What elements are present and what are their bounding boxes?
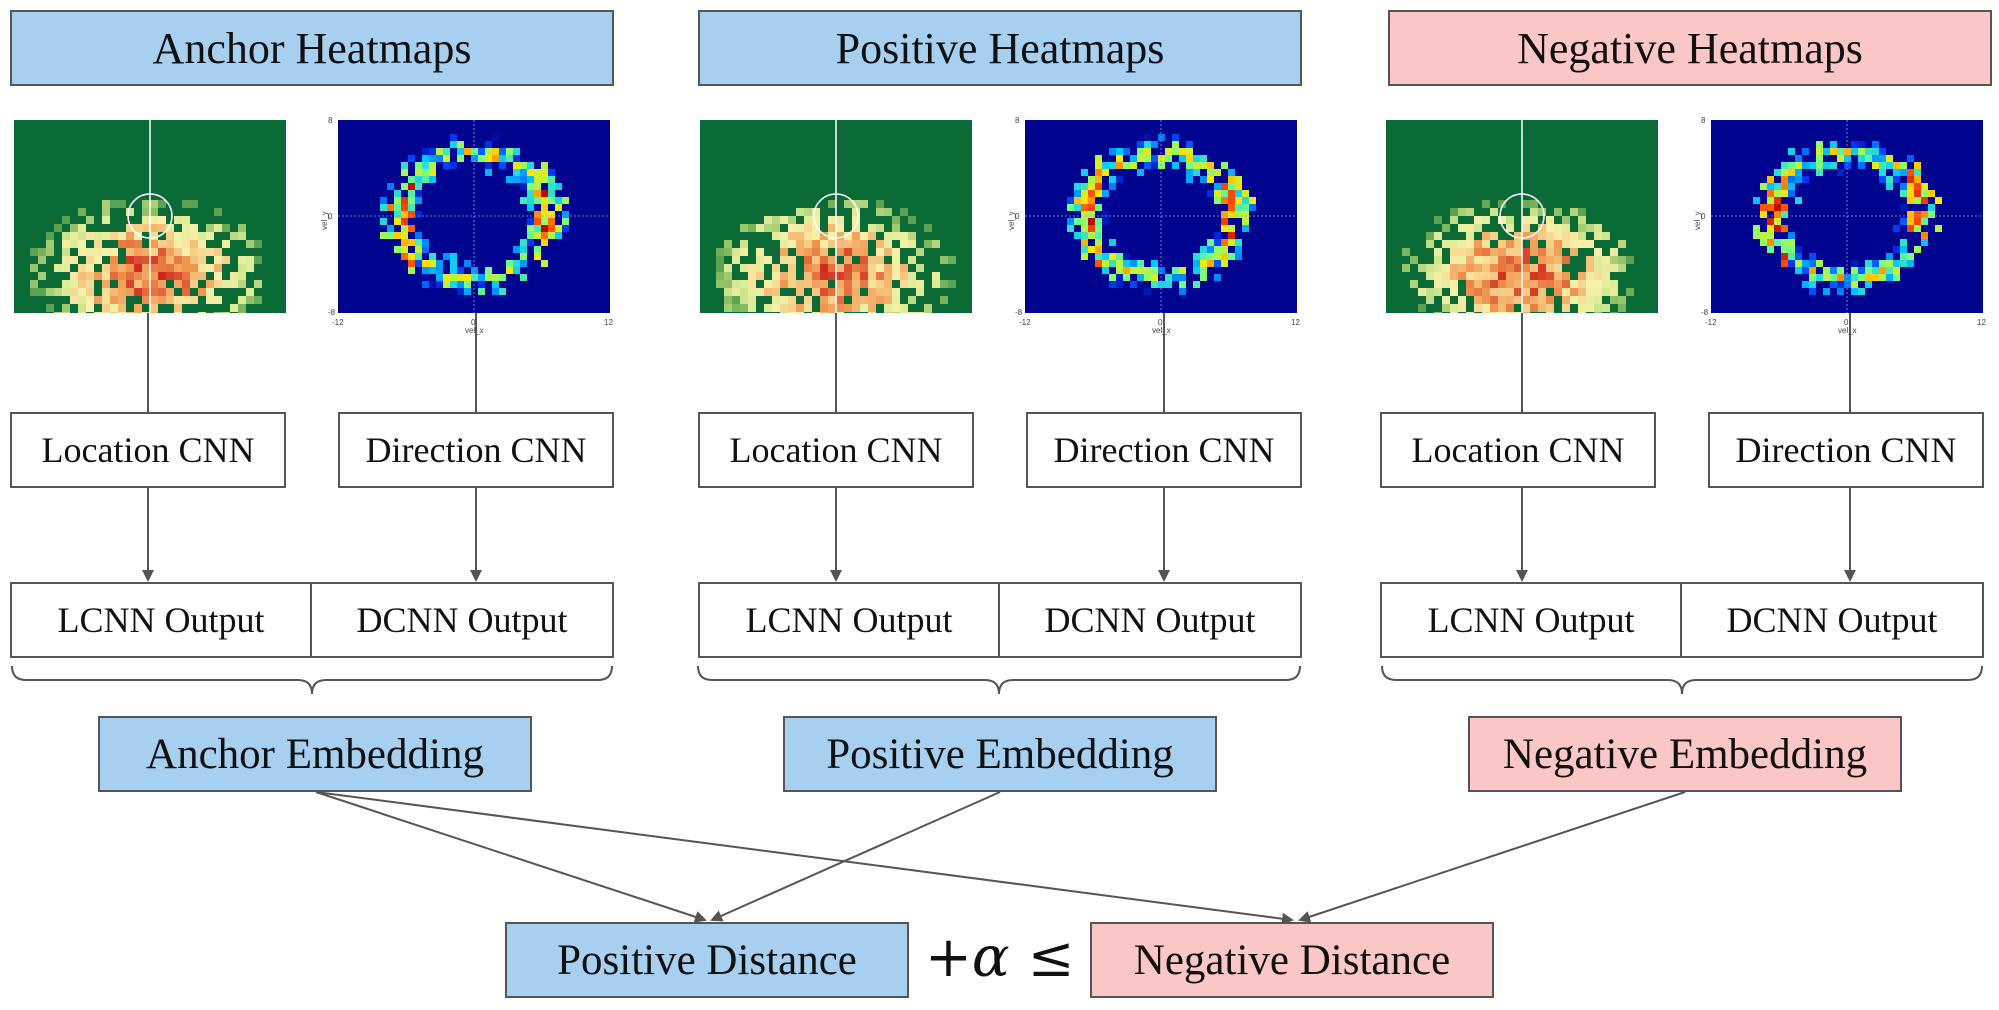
y-tick-top: 8 [1701,116,1706,125]
margin-inequality: +α ≤ [925,925,1074,990]
leq-sign: ≤ [1027,925,1075,990]
anchor-direction-cnn: Direction CNN [338,412,614,488]
anchor-location-cnn: Location CNN [10,412,286,488]
positive-heatmaps-title: Positive Heatmaps [698,10,1302,86]
positive-to-positive-distance [710,791,1001,922]
negative-to-negative-distance [1298,791,1686,923]
anchor-direction-plot: 8 0 -8 vel_y -12 0 12 vel_x [320,112,620,337]
x-tick-left: -12 [1705,318,1717,327]
anchor-location-heatmap [14,120,286,313]
y-tick-top: 8 [1015,116,1020,125]
positive-direction-cnn: Direction CNN [1026,412,1302,488]
x-tick-mid: 0 [471,318,476,327]
x-axis-label: vel_x [465,326,484,335]
x-tick-left: -12 [1019,318,1031,327]
y-tick-bottom: -8 [1701,308,1709,317]
positive-direction-heatmap [1025,120,1297,313]
plus-sign: + [925,925,972,990]
positive-embedding: Positive Embedding [783,716,1217,792]
negative-heatmaps-title: Negative Heatmaps [1388,10,1992,86]
negative-location-cnn: Location CNN [1380,412,1656,488]
alpha-symbol: α [971,925,1010,990]
negative-dcnn-output: DCNN Output [1680,582,1984,658]
x-axis-label: vel_x [1838,326,1857,335]
anchor-output-brace [11,665,613,695]
y-tick-bottom: -8 [1015,308,1023,317]
negative-lcnn-output: LCNN Output [1380,582,1682,658]
positive-location-cnn: Location CNN [698,412,974,488]
x-tick-right: 12 [1291,318,1300,327]
negative-embedding: Negative Embedding [1468,716,1902,792]
anchor-to-positive-distance [315,791,707,923]
negative-direction-plot: 8 0 -8 vel_y -12 0 12 vel_x [1693,112,1993,337]
y-axis-label: vel_y [320,211,329,230]
positive-distance: Positive Distance [505,922,909,998]
positive-location-heatmap [700,120,972,313]
anchor-to-negative-distance [315,791,1294,925]
y-axis-label: vel_y [1007,211,1016,230]
x-axis-label: vel_x [1152,326,1171,335]
y-tick-mid: 0 [328,212,333,221]
y-tick-top: 8 [328,116,333,125]
negative-output-brace [1381,665,1983,695]
x-tick-right: 12 [1977,318,1986,327]
anchor-lcnn-output: LCNN Output [10,582,312,658]
y-tick-mid: 0 [1015,212,1020,221]
anchor-embedding: Anchor Embedding [98,716,532,792]
y-axis-label: vel_y [1693,211,1702,230]
x-tick-mid: 0 [1158,318,1163,327]
x-tick-mid: 0 [1844,318,1849,327]
x-tick-right: 12 [604,318,613,327]
anchor-heatmaps-title: Anchor Heatmaps [10,10,614,86]
positive-dcnn-output: DCNN Output [998,582,1302,658]
positive-direction-plot: 8 0 -8 vel_y -12 0 12 vel_x [1007,112,1307,337]
y-tick-mid: 0 [1701,212,1706,221]
positive-lcnn-output: LCNN Output [698,582,1000,658]
positive-output-brace [697,665,1301,695]
y-tick-bottom: -8 [328,308,336,317]
negative-distance: Negative Distance [1090,922,1494,998]
anchor-direction-heatmap [338,120,610,313]
x-tick-left: -12 [332,318,344,327]
anchor-dcnn-output: DCNN Output [310,582,614,658]
negative-location-heatmap [1386,120,1658,313]
negative-direction-heatmap [1711,120,1983,313]
negative-direction-cnn: Direction CNN [1708,412,1984,488]
